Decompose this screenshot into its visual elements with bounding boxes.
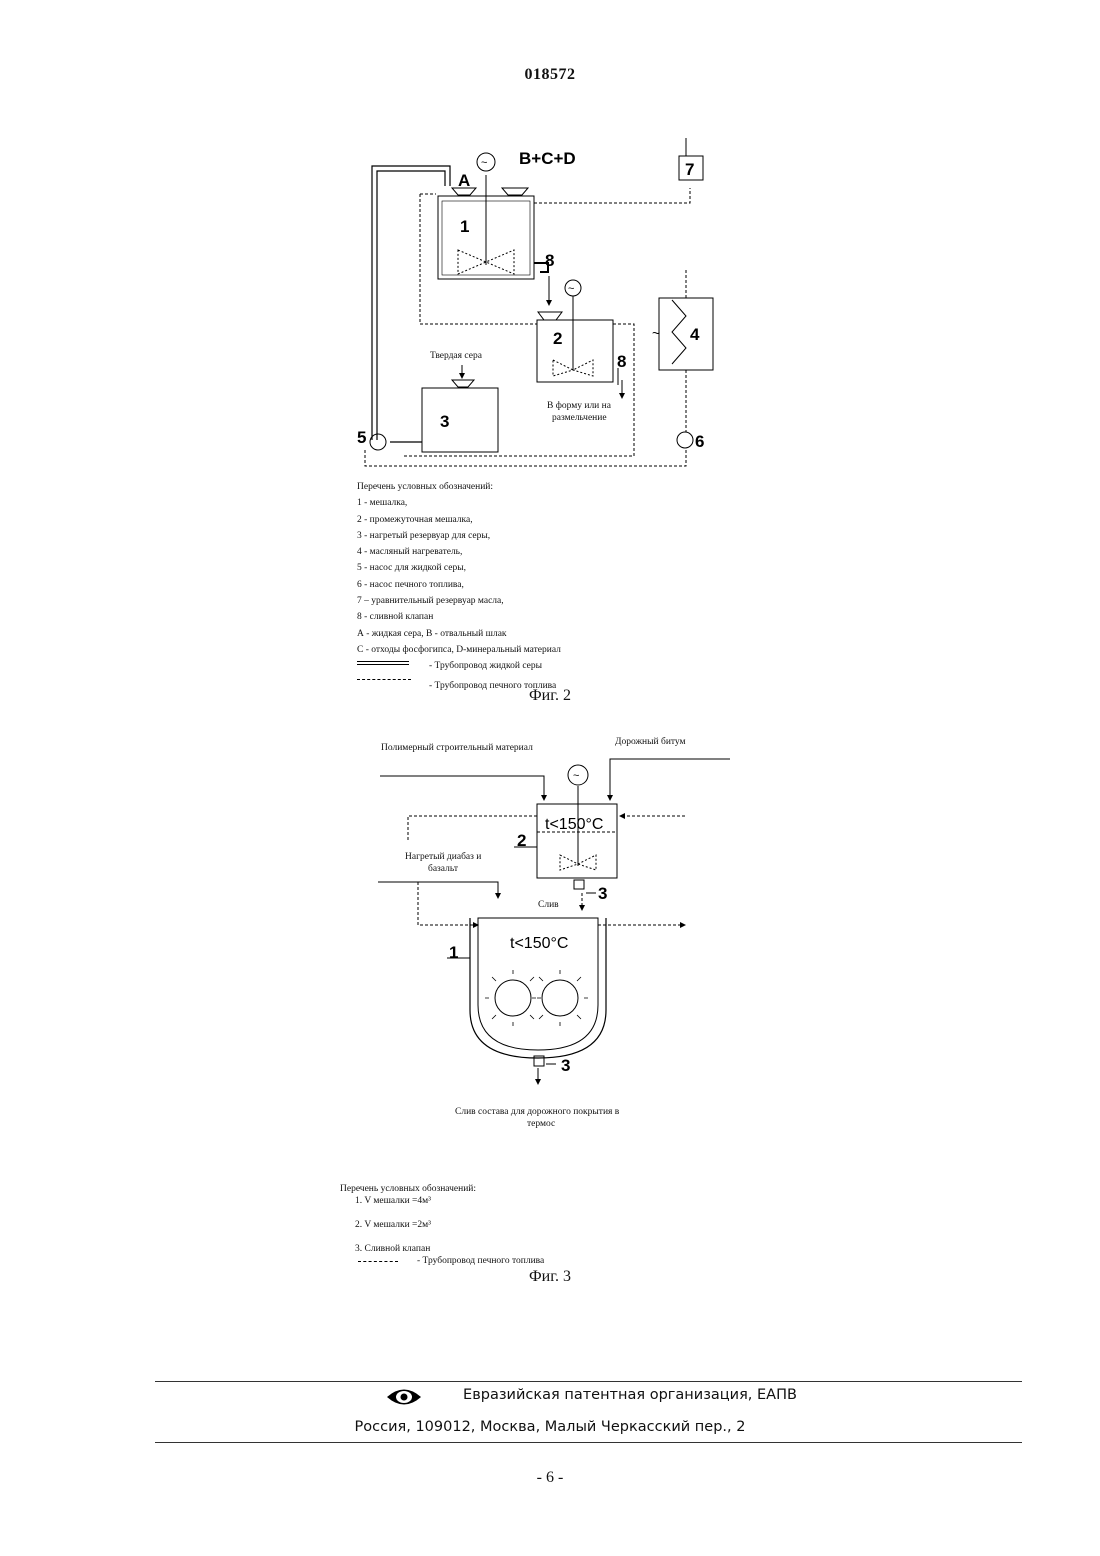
sulfur-pipe-symbol <box>357 661 409 665</box>
legend-sulfur-pipe-label: - Трубопровод жидкой серы <box>429 658 542 674</box>
label-diabase-2: базальт <box>428 863 459 874</box>
footer-bottom-rule <box>155 1442 1022 1443</box>
label-output-2: термос <box>527 1119 555 1129</box>
number-5: 5 <box>357 428 366 447</box>
legend-item: 2. V мешалки =2м³ <box>340 1219 476 1231</box>
label-solid-sulfur: Твердая сера <box>430 351 483 361</box>
fuel-pump-6 <box>677 432 693 448</box>
fuel-pipe-symbol <box>357 679 411 680</box>
legend-item: 3 - нагретый резервуар для серы, <box>357 528 561 544</box>
legend-item: 1 - мешалка, <box>357 495 561 511</box>
number-8a: 8 <box>545 251 554 270</box>
footer-organization: Евразийская патентная организация, ЕАПВ <box>80 1387 1100 1403</box>
legend-fuel-pipe-label: - Трубопровод печного топлива <box>417 1255 544 1267</box>
ball-icon <box>495 980 531 1016</box>
label-temp-top: t<150°C <box>545 816 603 833</box>
figure-3-svg: Полимерный строительный материал Дорожны… <box>0 728 1100 1138</box>
legend-fuel-pipe: - Трубопровод печного топлива <box>340 1255 476 1267</box>
tilde-2: ~ <box>568 283 574 295</box>
legend-title: Перечень условных обозначений: <box>340 1183 476 1195</box>
legend-item: С - отходы фосфогипса, D-минеральный мат… <box>357 642 561 658</box>
number-3b-fig3: 3 <box>561 1056 570 1075</box>
page-number: - 6 - <box>0 1469 1100 1487</box>
number-2: 2 <box>553 329 562 348</box>
number-8b: 8 <box>617 352 626 371</box>
figure-2-svg: ~ ~ ~ A B+C+D Твердая сера В форму или н… <box>0 0 1100 480</box>
label-temp-bottom: t<150°C <box>510 935 568 952</box>
figure-2-legend: Перечень условных обозначений: 1 - мешал… <box>357 479 561 694</box>
legend-item: 6 - насос печного топлива, <box>357 577 561 593</box>
number-6: 6 <box>695 432 704 451</box>
legend-sulfur-pipe: - Трубопровод жидкой серы <box>357 658 561 678</box>
fuel-pipe-symbol <box>358 1261 398 1262</box>
number-3: 3 <box>440 412 449 431</box>
sulfur-tank-3 <box>422 388 498 452</box>
legend-title: Перечень условных обозначений: <box>357 479 561 495</box>
figure-3-diagram: Полимерный строительный материал Дорожны… <box>0 728 1100 1138</box>
number-1: 1 <box>460 217 469 236</box>
label-output-1: Слив состава для дорожного покрытия в <box>455 1107 620 1117</box>
number-3a-fig3: 3 <box>598 884 607 903</box>
number-2-fig3: 2 <box>517 831 526 850</box>
label-bitumen: Дорожный битум <box>615 736 686 747</box>
label-drain: Слив <box>538 900 559 910</box>
number-1-fig3: 1 <box>449 943 458 962</box>
figure-3-caption: Фиг. 3 <box>490 1268 610 1286</box>
figure-2-diagram: ~ ~ ~ A B+C+D Твердая сера В форму или н… <box>0 0 1100 480</box>
number-7: 7 <box>685 160 694 179</box>
ball-icon <box>542 980 578 1016</box>
figure-2-caption: Фиг. 2 <box>490 687 610 705</box>
footer-address: Россия, 109012, Москва, Малый Черкасский… <box>0 1419 1100 1435</box>
legend-item: А - жидкая сера, В - отвальный шлак <box>357 626 561 642</box>
legend-item: 4 - масляный нагреватель, <box>357 544 561 560</box>
label-to-form-1: В форму или на <box>547 400 612 411</box>
figure-3-legend: Перечень условных обозначений: 1. V меша… <box>340 1183 476 1267</box>
label-to-form-2: размельчение <box>552 413 607 423</box>
tilde-1: ~ <box>481 157 487 169</box>
tilde-3: ~ <box>652 325 660 341</box>
legend-item: 8 - сливной клапан <box>357 609 561 625</box>
legend-item: 7 – уравнительный резервуар масла, <box>357 593 561 609</box>
legend-item: 3. Сливной клапан <box>340 1243 476 1255</box>
label-polymer: Полимерный строительный материал <box>381 742 533 753</box>
label-bcd: B+C+D <box>519 149 576 168</box>
footer-top-rule <box>155 1381 1022 1382</box>
tilde-fig3: ~ <box>573 770 579 782</box>
oil-heater-4 <box>659 298 713 370</box>
mixer-2 <box>537 320 613 382</box>
legend-item: 5 - насос для жидкой серы, <box>357 560 561 576</box>
legend-item: 1. V мешалки =4м³ <box>340 1195 476 1207</box>
number-4: 4 <box>690 325 700 344</box>
label-a: A <box>458 171 470 190</box>
legend-item: 2 - промежуточная мешалка, <box>357 512 561 528</box>
label-diabase-1: Нагретый диабаз и <box>405 851 481 862</box>
